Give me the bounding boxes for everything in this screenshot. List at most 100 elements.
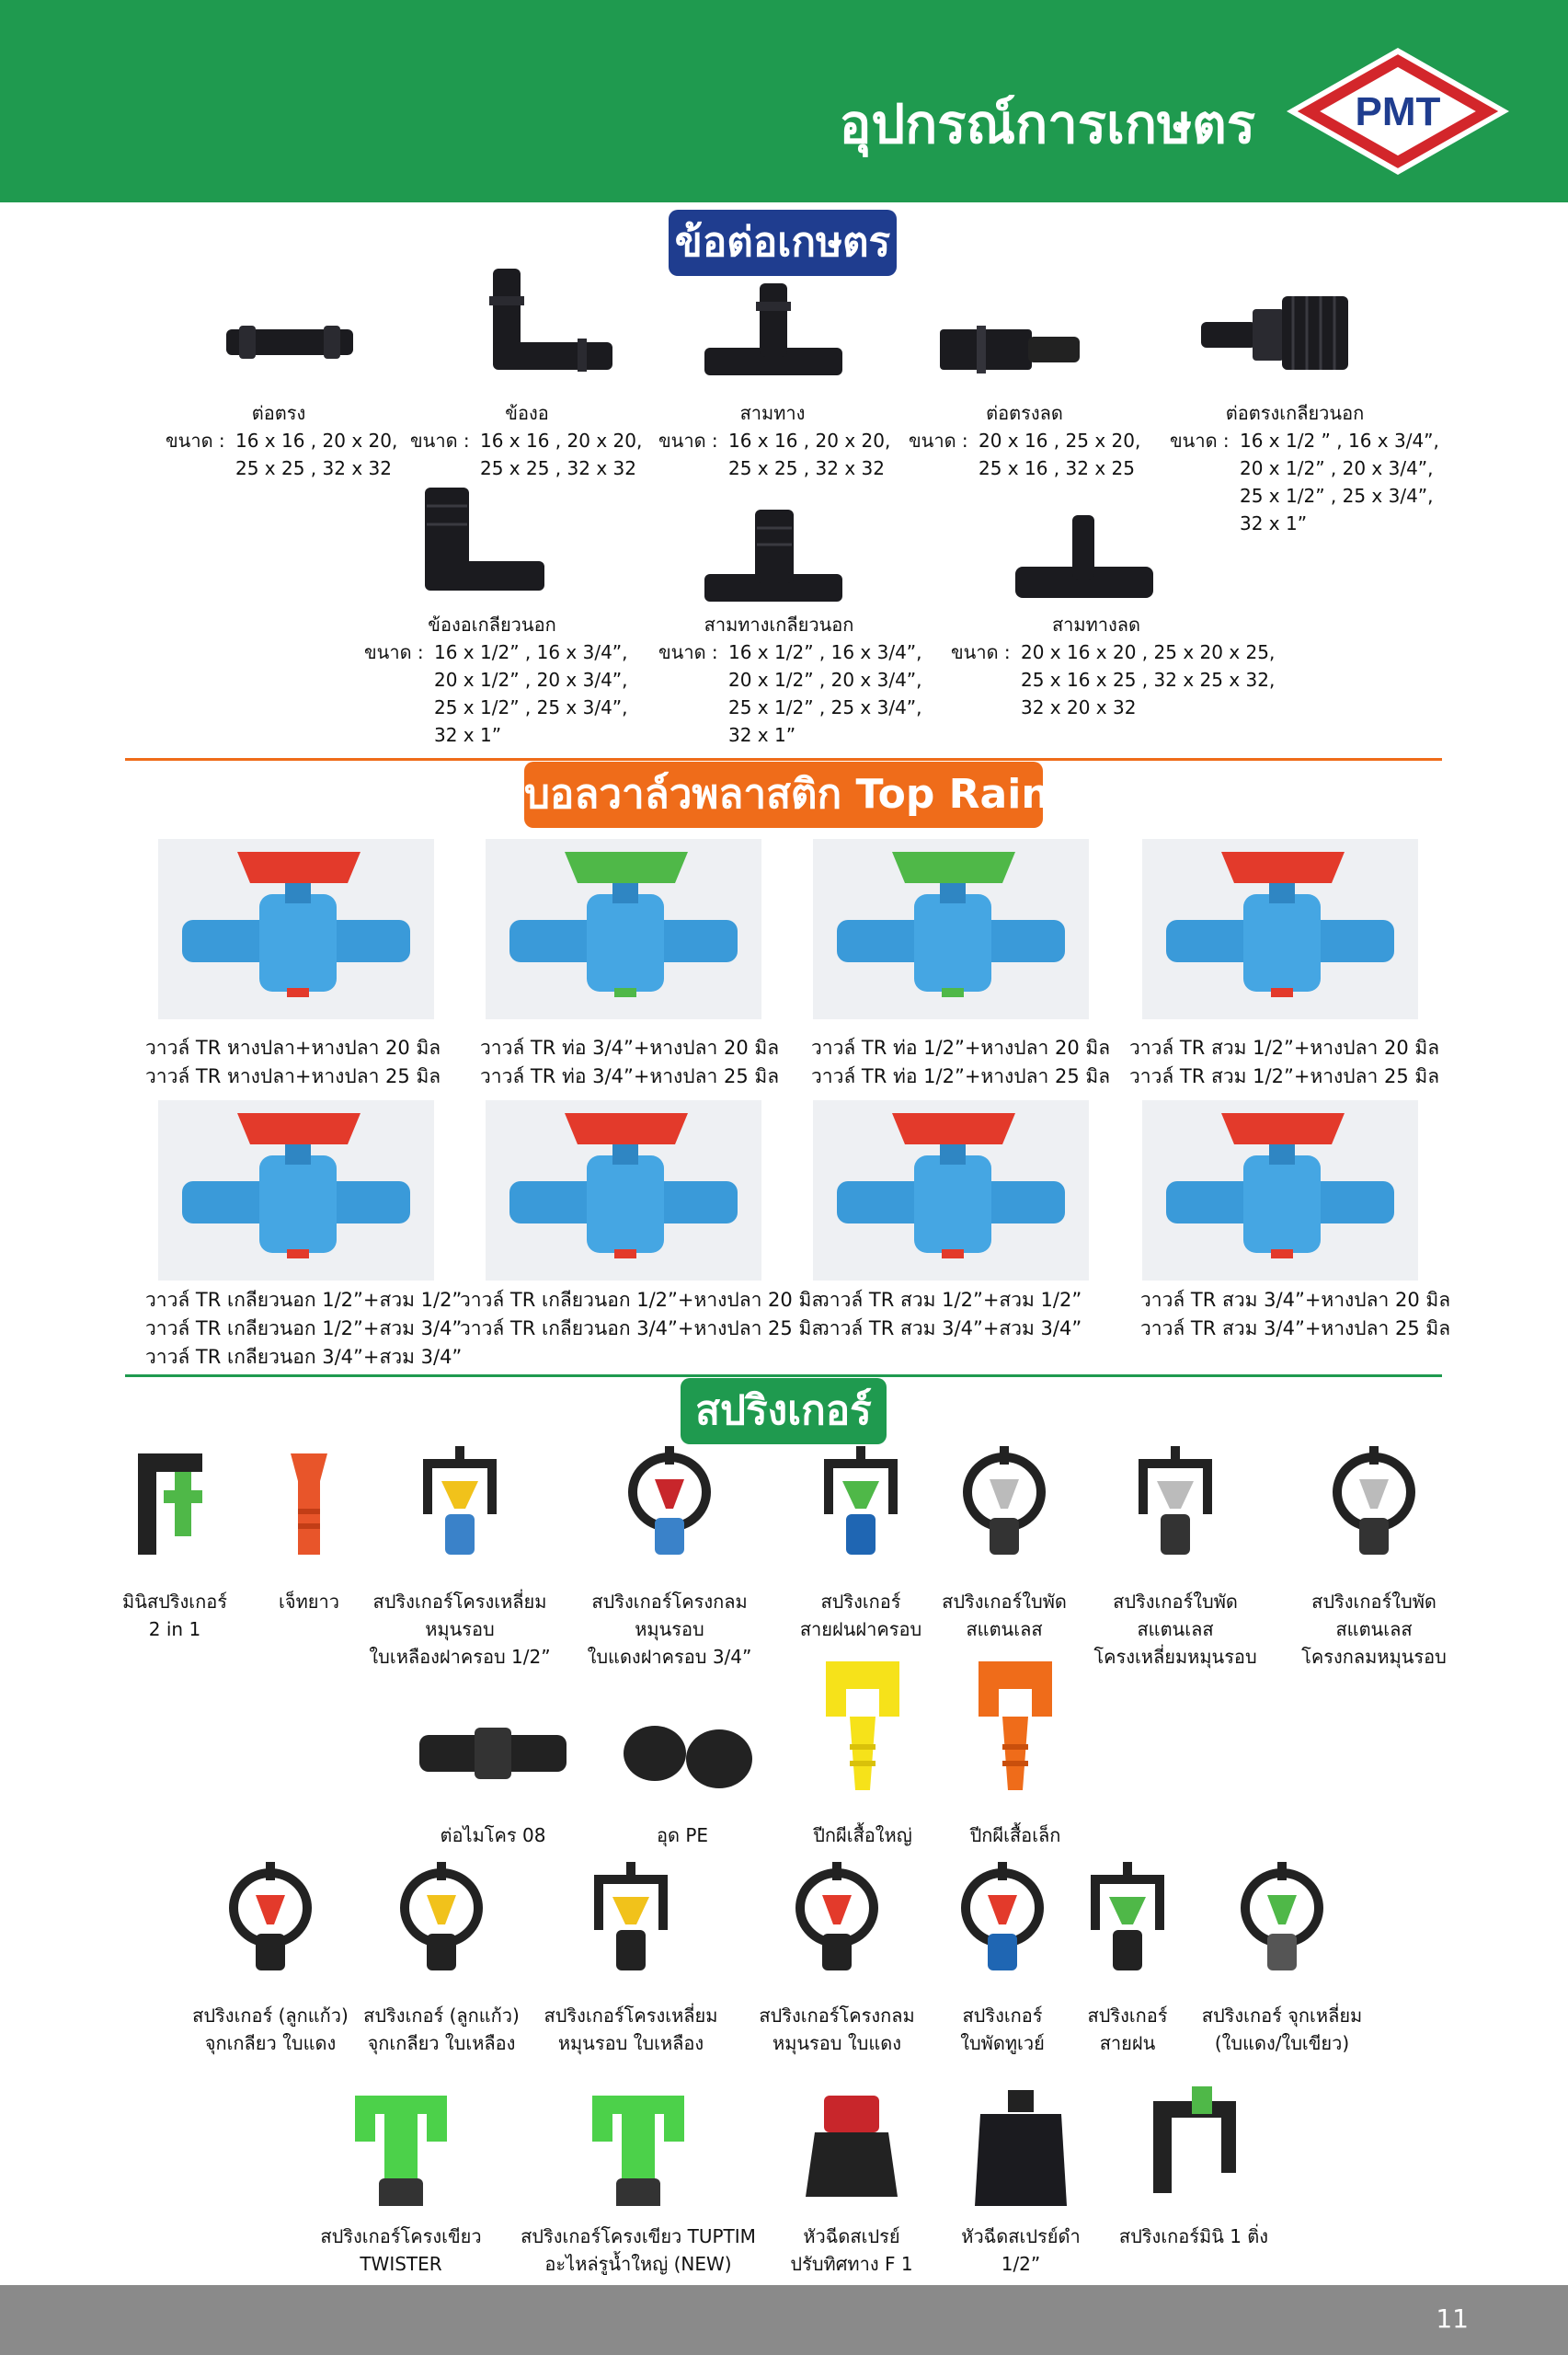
caption-line: อะไหล่รูน้ำใหญ่ (NEW) bbox=[544, 2253, 732, 2275]
fitting-name: สามทางลด bbox=[1051, 614, 1141, 636]
caption-line: โครงเหลี่ยมหมุนรอบ bbox=[1093, 1646, 1257, 1668]
sprinkler-caption: ปีกผีเสื้อใหญ่ bbox=[715, 1821, 1010, 1849]
sprinkler-caption: สปริงเกอร์โครงเหลี่ยมหมุนรอบ ใบเหลือง bbox=[484, 2002, 778, 2057]
caption-line: ต่อไมโคร 08 bbox=[440, 1824, 546, 1846]
sprinkler-caption: หัวฉีดสเปรย์ดำ 1/2” bbox=[874, 2223, 1168, 2278]
sprinkler-image bbox=[624, 1726, 752, 1788]
valve-image bbox=[1142, 839, 1418, 1019]
caption-line: สปริงเกอร์ใบพัด bbox=[942, 1591, 1067, 1613]
caption-line: สายฝนฝาครอบ bbox=[799, 1618, 922, 1640]
caption-line: อุด PE bbox=[656, 1824, 709, 1846]
size-value: 16 x 1/2 ” , 16 x 3/4”, bbox=[1240, 430, 1439, 452]
caption-line: สแตนเลส bbox=[1335, 1618, 1413, 1640]
valve-caption: วาวล์ TR สวม 1/2”+หางปลา 20 มิลวาวล์ TR … bbox=[1129, 1034, 1439, 1091]
sprinkler-caption: อุด PE bbox=[535, 1821, 830, 1849]
caption-line: ใบเหลืองฝาครอบ 1/2” bbox=[369, 1646, 551, 1668]
caption-line: สปริงเกอร์โครงเหลี่ยม bbox=[544, 2005, 718, 2027]
valve-photo bbox=[486, 839, 761, 1019]
sprinkler-caption: สปริงเกอร์สายฝนฝาครอบ bbox=[714, 1588, 1008, 1643]
size-value: 25 x 25 , 32 x 32 bbox=[480, 457, 636, 479]
caption-line: จุกเกลียว ใบแดง bbox=[204, 2032, 337, 2054]
valve-image bbox=[813, 839, 1089, 1019]
size-value: 25 x 16 , 32 x 25 bbox=[979, 457, 1135, 479]
sprinkler-image bbox=[592, 2096, 684, 2206]
caption-line: วาวล์ TR เกลียวนอก 1/2”+สวม 3/4” bbox=[145, 1317, 463, 1339]
caption-line: 1/2” bbox=[1001, 2253, 1041, 2275]
sprinkler-image bbox=[229, 1862, 312, 1970]
section-divider bbox=[125, 758, 1442, 761]
page-number: 11 bbox=[1436, 2303, 1469, 2334]
sprinkler-image bbox=[355, 2096, 447, 2206]
sprinkler-caption: สปริงเกอร์มินิ 1 ติ่ง bbox=[1047, 2223, 1341, 2250]
caption-line: สปริงเกอร์ bbox=[820, 1591, 901, 1613]
size-value: 32 x 1” bbox=[728, 724, 796, 746]
valve-image bbox=[486, 1100, 761, 1281]
valve-photo bbox=[486, 1100, 761, 1281]
caption-line: หัวฉีดสเปรย์ bbox=[803, 2225, 900, 2247]
caption-line: สปริงเกอร์โครงเขียว TUPTIM bbox=[521, 2225, 756, 2247]
caption-line: สปริงเกอร์ bbox=[962, 2005, 1043, 2027]
size-label: ขนาด : bbox=[410, 430, 470, 452]
size-label: ขนาด : bbox=[951, 641, 1011, 663]
fitting-name: สามทางเกลียวนอก bbox=[704, 614, 854, 636]
fitting-image bbox=[226, 326, 353, 359]
caption-line: สปริงเกอร์มินิ 1 ติ่ง bbox=[1118, 2225, 1269, 2247]
caption-line: วาวล์ TR ท่อ 1/2”+หางปลา 25 มิล bbox=[811, 1065, 1111, 1087]
sprinkler-caption: ต่อไมโคร 08 bbox=[346, 1821, 640, 1849]
sprinkler-caption: สปริงเกอร์โครงกลมหมุนรอบใบแดงฝาครอบ 3/4” bbox=[522, 1588, 817, 1671]
valve-caption: วาวล์ TR เกลียวนอก 1/2”+หางปลา 20 มิลวาว… bbox=[460, 1286, 823, 1343]
sprinkler-image bbox=[628, 1446, 711, 1555]
size-value: 16 x 16 , 20 x 20, bbox=[235, 430, 398, 452]
caption-line: วาวล์ TR หางปลา+หางปลา 20 มิล bbox=[145, 1037, 441, 1059]
valve-photo bbox=[1142, 1100, 1418, 1281]
sprinkler-caption: มินิสปริงเกอร์2 in 1 bbox=[28, 1588, 322, 1643]
caption-line: หมุนรอบ bbox=[425, 1618, 495, 1640]
valve-image bbox=[813, 1100, 1089, 1281]
caption-line: สแตนเลส bbox=[966, 1618, 1043, 1640]
size-value: 25 x 1/2” , 25 x 3/4”, bbox=[728, 696, 922, 718]
caption-line: โครงกลมหมุนรอบ bbox=[1301, 1646, 1447, 1668]
sprinkler-image bbox=[419, 1728, 567, 1779]
valve-caption: วาวล์ TR สวม 3/4”+หางปลา 20 มิลวาวล์ TR … bbox=[1140, 1286, 1450, 1343]
fitting-name: ต่อตรง bbox=[251, 402, 306, 424]
valve-photo bbox=[1142, 839, 1418, 1019]
sprinkler-caption: สปริงเกอร์ใบพัดทูเวย์ bbox=[855, 2002, 1150, 2057]
caption-line: สปริงเกอร์ (ลูกแก้ว) bbox=[363, 2005, 520, 2027]
page-header: อุปกรณ์การเกษตร PMT bbox=[0, 0, 1568, 202]
fitting-image bbox=[704, 283, 842, 375]
sprinkler-image bbox=[1139, 1446, 1212, 1555]
size-label: ขนาด : bbox=[909, 430, 968, 452]
size-value: 16 x 16 , 20 x 20, bbox=[728, 430, 891, 452]
caption-line: หมุนรอบ ใบเหลือง bbox=[557, 2032, 704, 2054]
caption-line: ใบพัดทูเวย์ bbox=[960, 2032, 1045, 2054]
size-value: 25 x 1/2” , 25 x 3/4”, bbox=[1240, 485, 1434, 507]
size-value: 20 x 1/2” , 20 x 3/4”, bbox=[434, 669, 628, 691]
valve-caption: วาวล์ TR เกลียวนอก 1/2”+สวม 1/2”วาวล์ TR… bbox=[145, 1286, 462, 1372]
sprinkler-caption: สปริงเกอร์ (ลูกแก้ว)จุกเกลียว ใบเหลือง bbox=[294, 2002, 589, 2057]
caption-line: สปริงเกอร์โครงกลม bbox=[759, 2005, 915, 2027]
sprinkler-image bbox=[138, 1453, 202, 1555]
caption-line: วาวล์ TR เกลียวนอก 3/4”+สวม 3/4” bbox=[145, 1346, 463, 1368]
caption-line: 2 in 1 bbox=[148, 1618, 201, 1640]
caption-line: วาวล์ TR สวม 1/2”+สวม 1/2” bbox=[818, 1289, 1082, 1311]
size-value: 25 x 16 x 25 , 32 x 25 x 32, bbox=[1021, 669, 1276, 691]
caption-line: หมุนรอบ bbox=[635, 1618, 704, 1640]
sprinkler-image bbox=[423, 1446, 497, 1555]
caption-line: หมุนรอบ ใบแดง bbox=[773, 2032, 901, 2054]
section-title-valves: บอลวาล์วพลาสติก Top Rain bbox=[524, 762, 1050, 828]
caption-line: วาวล์ TR ท่อ 3/4”+หางปลา 25 มิล bbox=[480, 1065, 780, 1087]
fitting-name: สามทาง bbox=[739, 402, 806, 424]
caption-line: วาวล์ TR สวม 3/4”+หางปลา 25 มิล bbox=[1140, 1317, 1451, 1339]
sprinkler-image bbox=[1333, 1446, 1415, 1555]
size-value: 20 x 16 x 20 , 25 x 20 x 25, bbox=[1021, 641, 1276, 663]
sprinkler-image bbox=[824, 1446, 898, 1555]
valve-caption: วาวล์ TR ท่อ 1/2”+หางปลา 20 มิลวาวล์ TR … bbox=[811, 1034, 1110, 1091]
caption-line: หัวฉีดสเปรย์ดำ bbox=[961, 2225, 1081, 2247]
valve-photo bbox=[158, 839, 434, 1019]
size-value: 32 x 1” bbox=[434, 724, 502, 746]
sprinkler-image bbox=[975, 2090, 1067, 2206]
page-title: อุปกรณ์การเกษตร bbox=[839, 93, 1255, 155]
sprinkler-image bbox=[594, 1862, 668, 1970]
caption-line: วาวล์ TR สวม 1/2”+หางปลา 25 มิล bbox=[1129, 1065, 1440, 1087]
caption-line: ปีกผีเสื้อเล็ก bbox=[969, 1824, 1061, 1846]
